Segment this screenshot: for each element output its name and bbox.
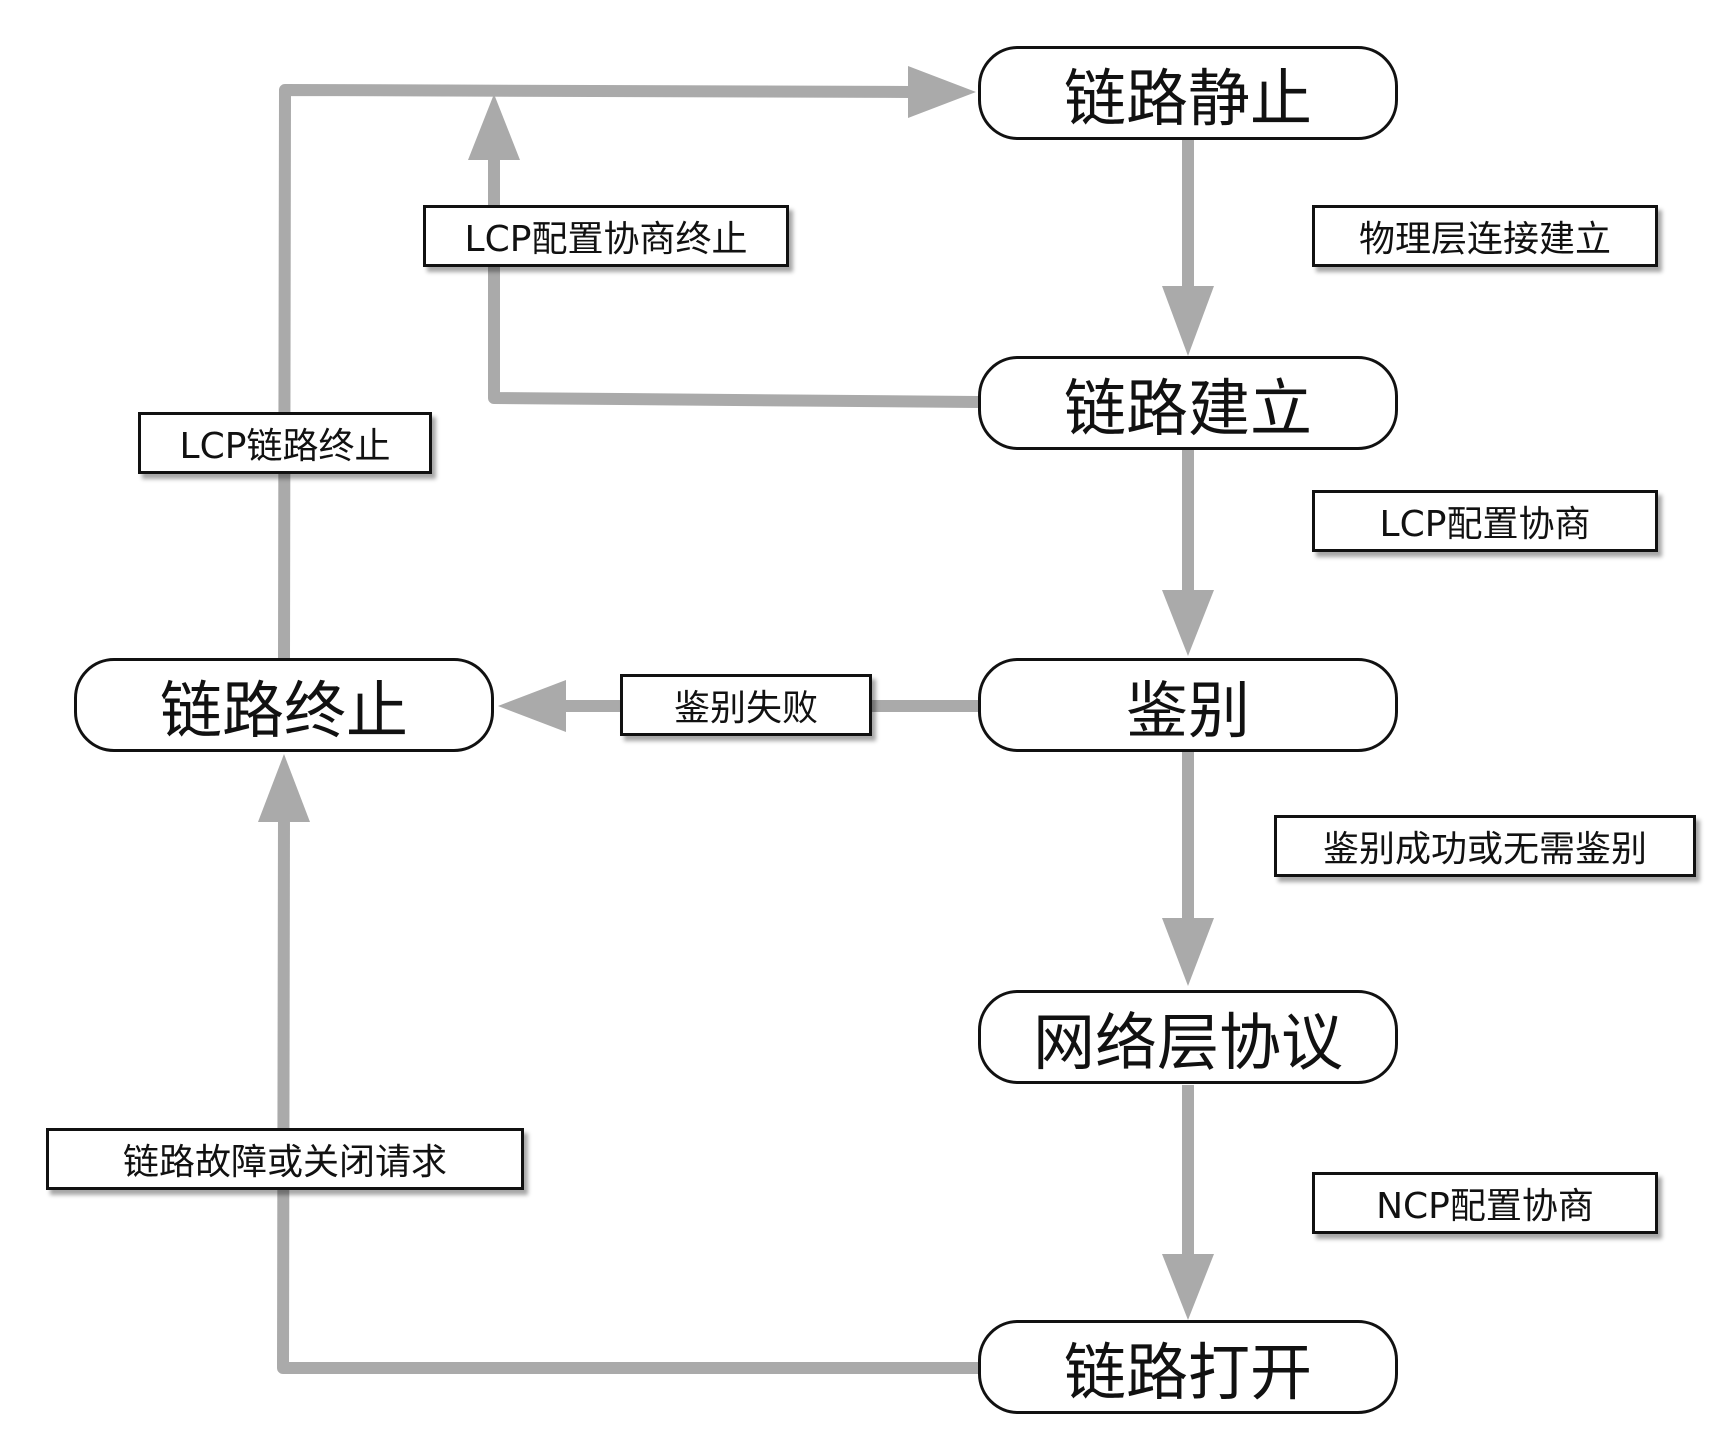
- arrow-establish-to-dead: [488, 150, 979, 408]
- state-authenticate: 鉴别: [978, 658, 1398, 752]
- label-lcp-negotiation-end: LCP配置协商终止: [423, 205, 789, 267]
- state-link-terminate: 链路终止: [74, 658, 494, 752]
- arrowhead-establish-to-dead: [468, 94, 520, 160]
- arrowhead-auth: [1162, 590, 1214, 656]
- label-lcp-negotiation: LCP配置协商: [1312, 490, 1658, 552]
- label-auth-failure: 鉴别失败: [620, 674, 872, 736]
- label-physical-layer-up: 物理层连接建立: [1312, 205, 1658, 267]
- arrowhead-open-to-terminate: [258, 754, 310, 822]
- state-link-dead: 链路静止: [978, 46, 1398, 140]
- arrowhead-network: [1162, 918, 1214, 986]
- state-network-layer-protocol: 网络层协议: [978, 990, 1398, 1084]
- arrow-terminate-to-dead: [278, 84, 911, 659]
- arrowhead-terminate-to-dead: [908, 66, 976, 118]
- state-link-establish: 链路建立: [978, 356, 1398, 450]
- arrowhead-open: [1162, 1254, 1214, 1320]
- arrow-open-to-terminate: [277, 811, 978, 1374]
- label-lcp-link-end: LCP链路终止: [138, 412, 432, 474]
- arrowhead-establish: [1162, 286, 1214, 356]
- label-ncp-negotiation: NCP配置协商: [1312, 1172, 1658, 1234]
- state-link-open: 链路打开: [978, 1320, 1398, 1414]
- label-auth-success: 鉴别成功或无需鉴别: [1274, 815, 1696, 877]
- arrowhead-auth-failure: [498, 680, 566, 732]
- label-link-failure-or-close: 链路故障或关闭请求: [46, 1128, 524, 1190]
